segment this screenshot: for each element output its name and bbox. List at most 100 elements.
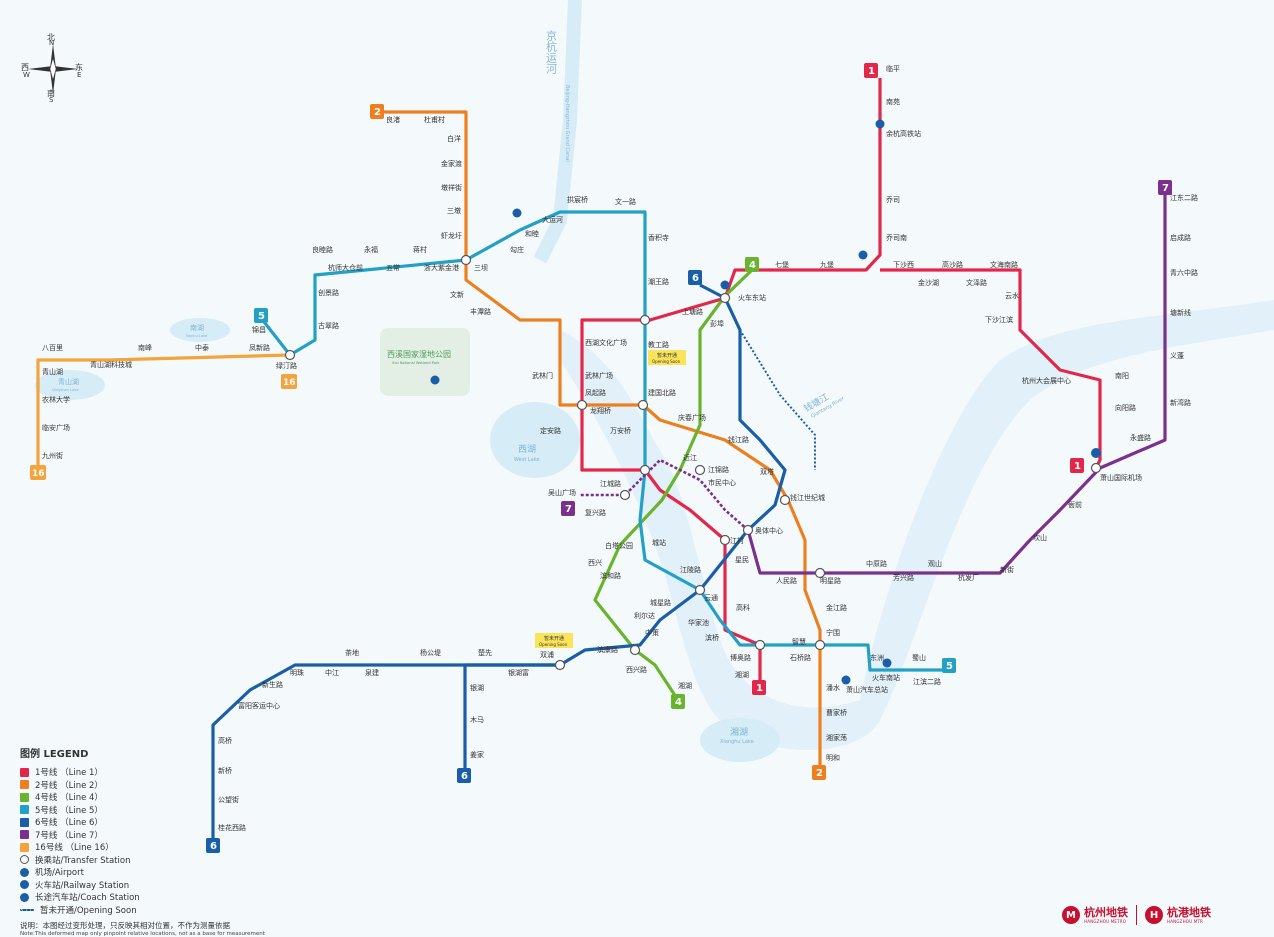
transfer-station[interactable]: [629, 644, 641, 656]
line-5: [259, 210, 945, 672]
station-label: 文新: [450, 290, 464, 299]
line-2-badge-south-text: 2: [816, 768, 823, 779]
station-label: 滨康路: [597, 645, 618, 654]
opening-soon-cn: 暂未开通: [657, 352, 677, 359]
transfer-station[interactable]: [719, 534, 731, 546]
legend-label: 5号线 （Line 5）: [35, 805, 103, 816]
westlake-label: 西湖: [518, 444, 536, 455]
station-label: 金沙湖: [918, 278, 939, 287]
compass-north: 北: [47, 33, 55, 42]
station-label: 双塔: [760, 467, 774, 476]
station-label: 江陵路: [680, 565, 701, 574]
transfer-station[interactable]: [694, 584, 706, 596]
station-label: 钱江世纪城: [790, 493, 825, 502]
transfer-station[interactable]: [814, 639, 826, 651]
station-label: 银湖富: [508, 668, 529, 677]
transfer-station[interactable]: [719, 292, 731, 304]
station-labels: 临平 南苑 余杭高铁站 乔司 乔司南 良渚 杜甫村 白洋 金家渡 墩祥街 三墩 …: [42, 64, 1198, 832]
qingshan-label: 青山湖: [58, 377, 79, 386]
transfer-station[interactable]: [694, 464, 706, 476]
station-label: 泉建: [365, 668, 379, 677]
station-label: 凤起路: [585, 388, 606, 397]
station-label: 火车东站: [738, 293, 766, 302]
station-label: 星民: [735, 556, 749, 564]
legend-line-2: 2号线 （Line 2）: [20, 779, 350, 792]
nanhu-label: 南湖: [190, 323, 204, 332]
legend-label: 7号线 （Line 7）: [35, 830, 103, 841]
station-label: 建国北路: [648, 388, 676, 397]
coach-station-icon: [430, 375, 440, 385]
station-label: 杭州大会展中心: [1022, 376, 1071, 385]
compass-rose-icon: [28, 44, 78, 94]
station-label: 湘湖: [678, 681, 692, 690]
station-label: 中泰: [195, 343, 209, 352]
transfer-station[interactable]: [637, 399, 649, 411]
station-label: 云通: [704, 593, 718, 602]
transfer-station[interactable]: [779, 494, 791, 506]
station-label: 奥体中心: [755, 526, 783, 535]
transfer-station[interactable]: [554, 659, 566, 671]
transfer-station[interactable]: [742, 524, 754, 536]
compass-west: 西: [21, 63, 29, 72]
station-label: 永盛路: [1130, 433, 1151, 442]
station-label: 临安广场: [42, 423, 70, 432]
legend-title: 图例 LEGEND: [20, 749, 89, 760]
transfer-station[interactable]: [284, 349, 296, 361]
xixi-label-en: Xixi National Wetland Park: [392, 361, 440, 365]
station-label: 萧山汽车总站: [846, 685, 888, 694]
station-label: 观山: [928, 559, 942, 568]
legend-line-1: 1号线 （Line 1）: [20, 766, 350, 779]
line-2-swatch: [20, 780, 29, 790]
station-label: 南苑: [886, 97, 900, 106]
compass-east-en: E: [77, 71, 82, 79]
metro-logo-en: HANGZHOU METRO: [1084, 918, 1127, 924]
station-label: 青六中路: [1170, 268, 1198, 277]
line-1-badge-east: [1070, 458, 1084, 473]
station-label: 新桥: [218, 766, 232, 775]
legend-label: 6号线 （Line 6）: [35, 818, 103, 829]
station-label: 利尔达: [634, 611, 655, 620]
station-label: 湘家荡: [826, 733, 847, 742]
opening-soon-en: Opening Soon: [652, 359, 681, 364]
transfer-station[interactable]: [639, 314, 651, 326]
station-label: 宁围: [826, 628, 840, 637]
transfer-station[interactable]: [619, 489, 631, 501]
compass-south-en: S: [49, 96, 54, 104]
station-label: 义蓬: [1170, 351, 1184, 360]
station-label: 武林门: [532, 371, 553, 380]
station-label: 萧山国际机场: [1100, 473, 1142, 482]
station-label: 蜀山: [912, 653, 926, 662]
coach-station-icon: [512, 208, 522, 218]
station-label: 彭埠: [710, 319, 724, 328]
legend-coach: 长途汽车站/Coach Station: [20, 891, 350, 904]
transfer-station[interactable]: [1090, 462, 1102, 474]
station-label: 九堡: [820, 260, 834, 269]
station-label: 八百里: [42, 344, 63, 352]
transfer-station[interactable]: [754, 639, 766, 651]
transfer-station[interactable]: [814, 567, 826, 579]
transfer-station[interactable]: [576, 399, 588, 411]
line-1-swatch: [20, 767, 29, 777]
station-label: 凤新路: [249, 343, 270, 352]
line-6-branch: [463, 663, 560, 770]
line-1-badge-south-text: 1: [756, 683, 763, 694]
legend-label: 机场/Airport: [35, 868, 84, 879]
line-6-badge: [688, 270, 702, 285]
station-label: 明珠: [290, 668, 304, 677]
station-label: 市民中心: [708, 478, 736, 487]
transfer-station[interactable]: [460, 254, 472, 266]
station-label: 墩祥街: [441, 183, 462, 192]
opening-soon-tag: [648, 350, 686, 365]
metro-logo-icon: M: [1062, 906, 1080, 924]
station-label: 新街: [1000, 565, 1014, 574]
station-label: 文海南路: [990, 260, 1018, 269]
station-label: 江城路: [600, 479, 621, 488]
station-label: 新生路: [262, 680, 283, 689]
station-label: 衙前: [1068, 500, 1082, 509]
line-5-swatch: [20, 805, 29, 815]
transfer-station[interactable]: [639, 464, 651, 476]
opening-soon-tag: [535, 633, 573, 648]
station-label: 吴山广场: [548, 488, 576, 497]
airport-icon: [1091, 448, 1101, 458]
station-label: 金江路: [826, 603, 847, 612]
